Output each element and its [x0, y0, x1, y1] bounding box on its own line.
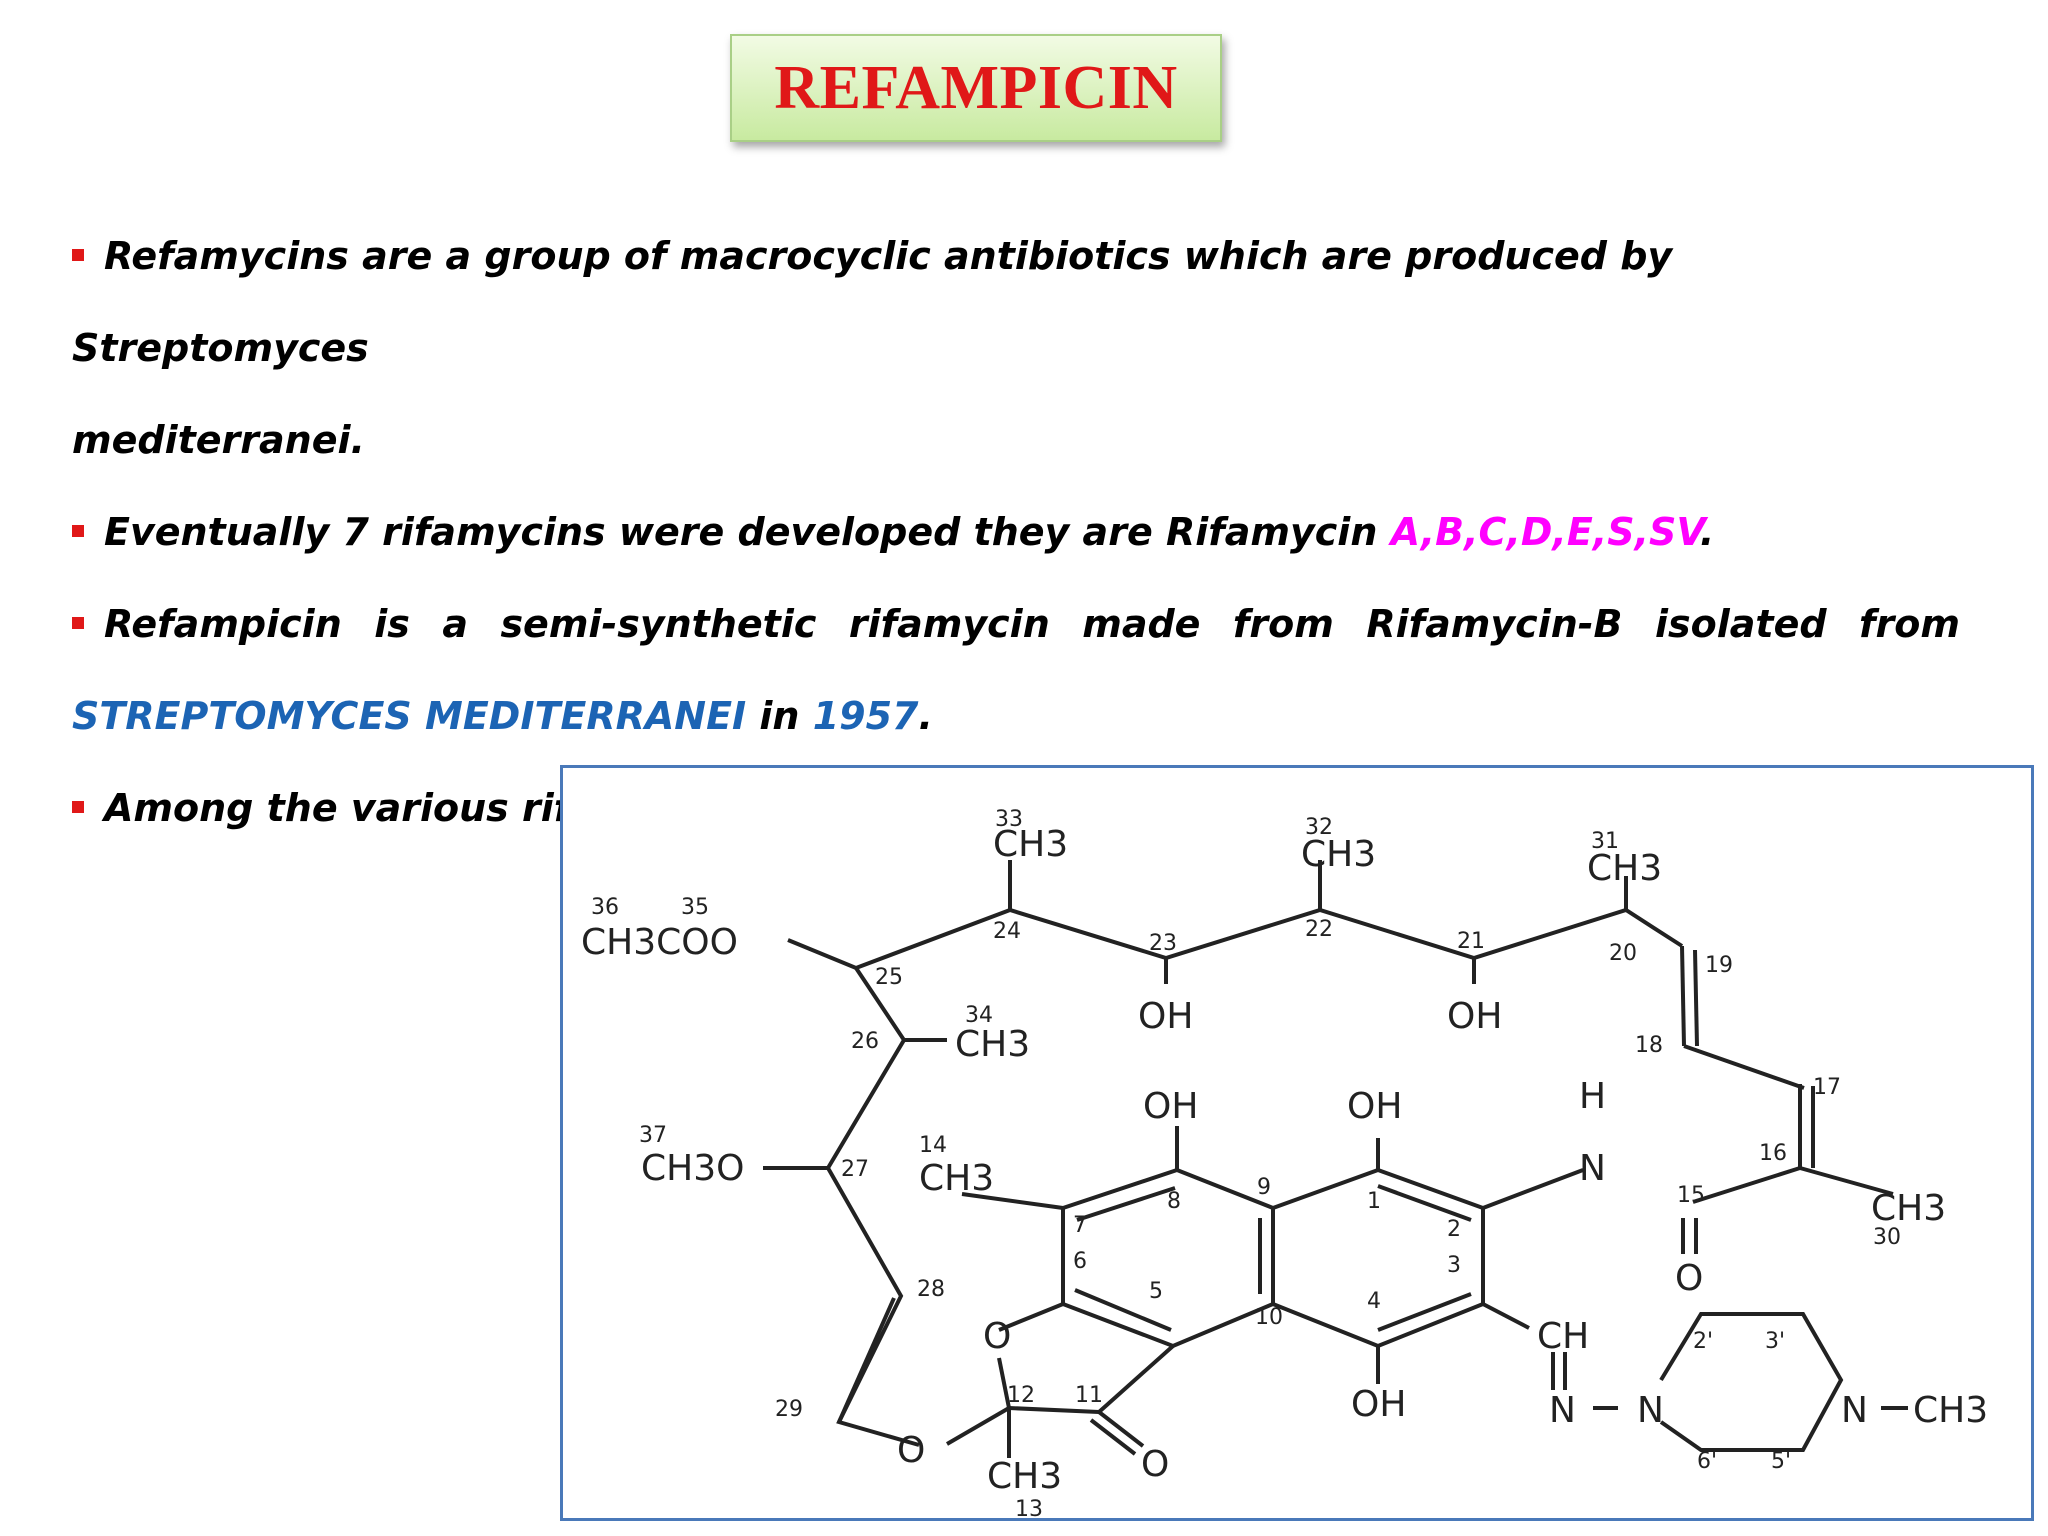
- o-11-label: O: [1141, 1444, 1169, 1485]
- num-18: 18: [1635, 1033, 1663, 1058]
- ch3-14-label: CH3: [919, 1158, 994, 1199]
- ch3-32-label: CH3: [1301, 834, 1376, 875]
- o-29-label: O: [897, 1430, 925, 1471]
- ch3-34-label: CH3: [955, 1024, 1030, 1065]
- oh-21-label: OH: [1447, 996, 1502, 1037]
- num-4: 4: [1367, 1289, 1381, 1314]
- bullet-list: Refamycins are a group of macrocyclic an…: [72, 210, 1960, 854]
- piperazine-n1-label: N: [1637, 1390, 1664, 1431]
- atom-labels: CH3 CH3 CH3 CH3COO OH OH CH3 OH OH H N C…: [581, 824, 1988, 1497]
- num-13: 13: [1015, 1497, 1043, 1518]
- num-14: 14: [919, 1133, 947, 1158]
- bullet-1-cont-text: mediterranei.: [72, 418, 365, 462]
- num-3-prime: 3': [1765, 1329, 1785, 1354]
- num-25: 25: [875, 965, 903, 990]
- ch3-31-label: CH3: [1587, 848, 1662, 889]
- num-1: 1: [1367, 1189, 1381, 1214]
- num-21: 21: [1457, 929, 1485, 954]
- num-6: 6: [1073, 1249, 1087, 1274]
- num-2-prime: 2': [1693, 1329, 1713, 1354]
- num-19: 19: [1705, 953, 1733, 978]
- num-8: 8: [1167, 1189, 1181, 1214]
- bullet-3-text: Refampicin is a semi-synthetic rifamycin…: [104, 602, 1960, 646]
- num-33: 33: [995, 807, 1023, 832]
- bullet-square-icon: [72, 617, 84, 629]
- ch3-33-label: CH3: [993, 824, 1068, 865]
- amide-n-label: N: [1579, 1148, 1606, 1189]
- num-11: 11: [1075, 1383, 1103, 1408]
- bullet-3: Refampicin is a semi-synthetic rifamycin…: [72, 578, 1960, 670]
- bullet-2-end: .: [1699, 510, 1715, 554]
- nh-h-label: H: [1579, 1076, 1606, 1117]
- bullet-square-icon: [72, 525, 84, 537]
- rifampicin-structure: CH3 CH3 CH3 CH3COO OH OH CH3 OH OH H N C…: [581, 807, 1988, 1518]
- num-22: 22: [1305, 917, 1333, 942]
- ch3coo-label: CH3COO: [581, 922, 738, 963]
- num-28: 28: [917, 1277, 945, 1302]
- bullet-1: Refamycins are a group of macrocyclic an…: [72, 210, 1960, 394]
- num-9: 9: [1257, 1175, 1271, 1200]
- bullet-3-mid: in: [746, 694, 813, 738]
- num-37: 37: [639, 1123, 667, 1148]
- num-2: 2: [1447, 1217, 1461, 1242]
- piperazine-n4-label: N: [1841, 1390, 1868, 1431]
- ring-o-label: O: [983, 1316, 1011, 1357]
- num-16: 16: [1759, 1141, 1787, 1166]
- slide-title: REFAMPICIN: [774, 53, 1178, 122]
- num-34: 34: [965, 1003, 993, 1028]
- oh-8-label: OH: [1143, 1086, 1198, 1127]
- num-36: 36: [591, 895, 619, 920]
- structure-frame: CH3 CH3 CH3 CH3COO OH OH CH3 OH OH H N C…: [560, 765, 2034, 1521]
- bullet-3-end: .: [918, 694, 933, 738]
- ch3-30-label: CH3: [1871, 1188, 1946, 1229]
- num-7: 7: [1073, 1213, 1087, 1238]
- year: 1957: [812, 694, 919, 738]
- bullet-square-icon: [72, 801, 84, 813]
- num-6-prime: 6': [1697, 1449, 1717, 1474]
- num-12: 12: [1007, 1383, 1035, 1408]
- position-numbers: 33 32 31 36 35 24 23 22 21 20 19 25 34 2…: [591, 807, 1901, 1518]
- num-5-prime: 5': [1771, 1449, 1791, 1474]
- num-20: 20: [1609, 941, 1637, 966]
- num-31: 31: [1591, 829, 1619, 854]
- bullet-square-icon: [72, 249, 84, 261]
- rifamycin-variants: A,B,C,D,E,S,SV: [1390, 510, 1700, 554]
- n-methyl-label: CH3: [1913, 1390, 1988, 1431]
- num-27: 27: [841, 1157, 869, 1182]
- bullet-1-text: Refamycins are a group of macrocyclic an…: [72, 234, 1673, 370]
- num-15: 15: [1677, 1183, 1705, 1208]
- ch3o-label: CH3O: [641, 1148, 744, 1189]
- num-5: 5: [1149, 1279, 1163, 1304]
- num-26: 26: [851, 1029, 879, 1054]
- num-10: 10: [1255, 1305, 1283, 1330]
- title-box: REFAMPICIN: [730, 34, 1222, 142]
- num-17: 17: [1813, 1075, 1841, 1100]
- num-29: 29: [775, 1397, 803, 1422]
- num-30: 30: [1873, 1225, 1901, 1250]
- bonds: [763, 860, 1908, 1458]
- ch3-13-label: CH3: [987, 1456, 1062, 1497]
- num-23: 23: [1149, 931, 1177, 956]
- oh-23-label: OH: [1138, 996, 1193, 1037]
- num-32: 32: [1305, 815, 1333, 840]
- bullet-2: Eventually 7 rifamycins were developed t…: [72, 486, 1960, 578]
- oh-4-label: OH: [1351, 1384, 1406, 1425]
- bullet-3-continuation: STREPTOMYCES MEDITERRANEI in 1957.: [72, 670, 1960, 762]
- oh-1-label: OH: [1347, 1086, 1402, 1127]
- bullet-2-text: Eventually 7 rifamycins were developed t…: [104, 510, 1391, 554]
- num-3: 3: [1447, 1253, 1461, 1278]
- bullet-1-continuation: mediterranei.: [72, 394, 1960, 486]
- o-15-label: O: [1675, 1258, 1703, 1299]
- organism-name: STREPTOMYCES MEDITERRANEI: [72, 694, 747, 738]
- num-24: 24: [993, 919, 1021, 944]
- hydrazone-n-label: N: [1549, 1390, 1576, 1431]
- ch-label: CH: [1537, 1316, 1589, 1357]
- num-35: 35: [681, 895, 709, 920]
